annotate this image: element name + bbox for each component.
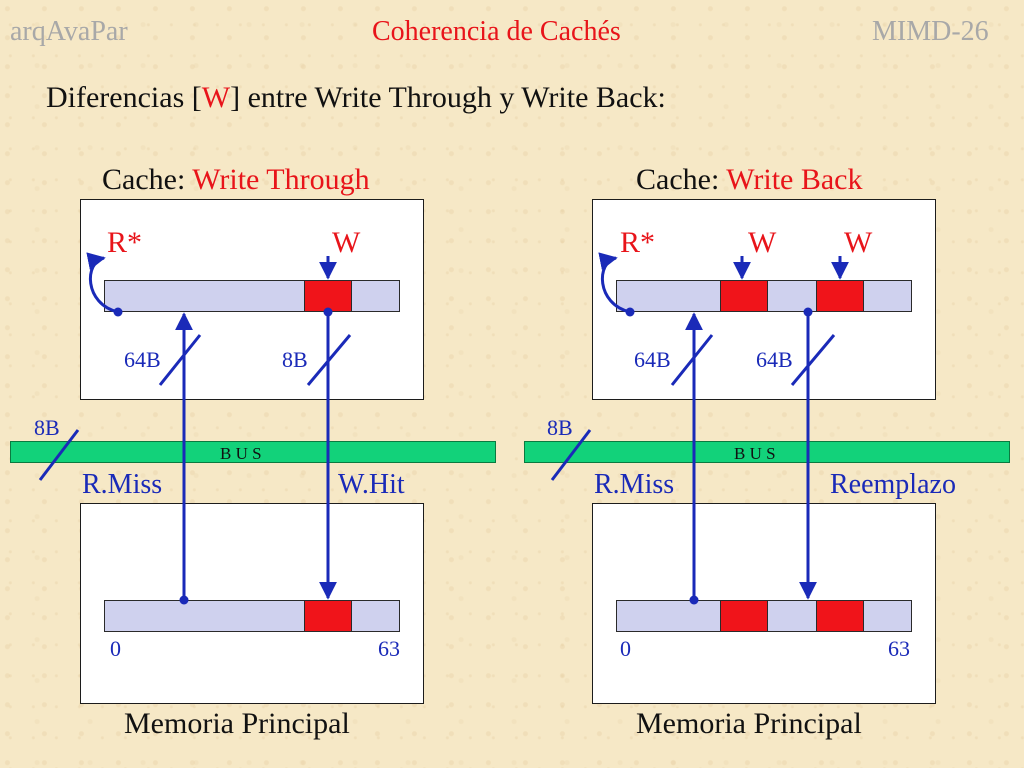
left-bus-label: B U S bbox=[220, 444, 262, 463]
left-bus-width: 8B bbox=[34, 415, 60, 440]
right-cache-written-block-2 bbox=[816, 280, 864, 312]
right-width-slash-64b-left bbox=[670, 334, 714, 386]
right-width-64b-right: 64B bbox=[756, 347, 793, 372]
slide-number: MIMD-26 bbox=[872, 16, 989, 47]
left-cache-policy: Write Through bbox=[192, 163, 370, 196]
left-address-start: 0 bbox=[110, 636, 121, 661]
left-write-hit-label: W.Hit bbox=[338, 469, 405, 500]
subtitle-suffix: ] entre Write Through y Write Back: bbox=[230, 81, 666, 114]
right-memory-written-block-2 bbox=[816, 600, 864, 632]
left-cache-read-dot bbox=[113, 307, 123, 317]
right-cache-write-dot bbox=[803, 307, 813, 317]
right-cache-title: Cache: Write Back bbox=[636, 165, 862, 195]
left-width-slash-64b bbox=[158, 334, 202, 386]
right-memory-read-dot bbox=[689, 595, 699, 605]
left-memory-written-block bbox=[304, 600, 352, 632]
right-width-64b-left: 64B bbox=[634, 347, 671, 372]
right-memory-written-block-1 bbox=[720, 600, 768, 632]
left-bus-width-slash bbox=[38, 429, 80, 481]
right-bus bbox=[524, 441, 1010, 463]
right-address-start: 0 bbox=[620, 636, 631, 661]
left-cache-written-block bbox=[304, 280, 352, 312]
right-replacement-label: Reemplazo bbox=[830, 469, 956, 500]
right-read-miss-label: R.Miss bbox=[594, 469, 675, 500]
left-read-loop bbox=[86, 252, 119, 314]
left-memory-read-dot bbox=[179, 595, 189, 605]
right-cache-read-dot bbox=[625, 307, 635, 317]
left-write-label: W bbox=[332, 226, 361, 259]
right-width-slash-64b-right bbox=[790, 334, 836, 386]
left-width-slash-8b bbox=[306, 334, 352, 386]
header-left-label: arqAvaPar bbox=[10, 16, 128, 47]
right-write-label-2: W bbox=[844, 226, 873, 259]
left-cache-write-dot bbox=[323, 307, 333, 317]
slide-title: Coherencia de Cachés bbox=[372, 16, 621, 47]
right-bus-width: 8B bbox=[547, 415, 573, 440]
right-memory-label: Memoria Principal bbox=[636, 707, 862, 740]
left-bus bbox=[10, 441, 496, 463]
subtitle-prefix: Diferencias [ bbox=[46, 81, 202, 114]
right-cache-written-block-1 bbox=[720, 280, 768, 312]
left-read-miss-label: R.Miss bbox=[82, 469, 163, 500]
right-cache-policy: Write Back bbox=[726, 163, 863, 196]
left-width-64b: 64B bbox=[124, 347, 161, 372]
right-bus-label: B U S bbox=[734, 444, 776, 463]
right-write-label-1: W bbox=[748, 226, 777, 259]
left-cache-title: Cache: Write Through bbox=[102, 165, 370, 195]
right-read-label: R* bbox=[620, 226, 656, 259]
right-address-end: 63 bbox=[888, 636, 910, 661]
right-cache-title-prefix: Cache: bbox=[636, 163, 727, 196]
left-memory-label: Memoria Principal bbox=[124, 707, 350, 740]
left-read-label: R* bbox=[107, 226, 143, 259]
left-width-8b: 8B bbox=[282, 347, 308, 372]
left-address-end: 63 bbox=[378, 636, 400, 661]
left-cache-title-prefix: Cache: bbox=[102, 163, 193, 196]
slide-subtitle: Diferencias [W] entre Write Through y Wr… bbox=[46, 83, 666, 113]
right-read-loop bbox=[598, 252, 631, 314]
right-bus-width-slash bbox=[550, 429, 592, 481]
subtitle-highlight: W bbox=[201, 81, 231, 114]
